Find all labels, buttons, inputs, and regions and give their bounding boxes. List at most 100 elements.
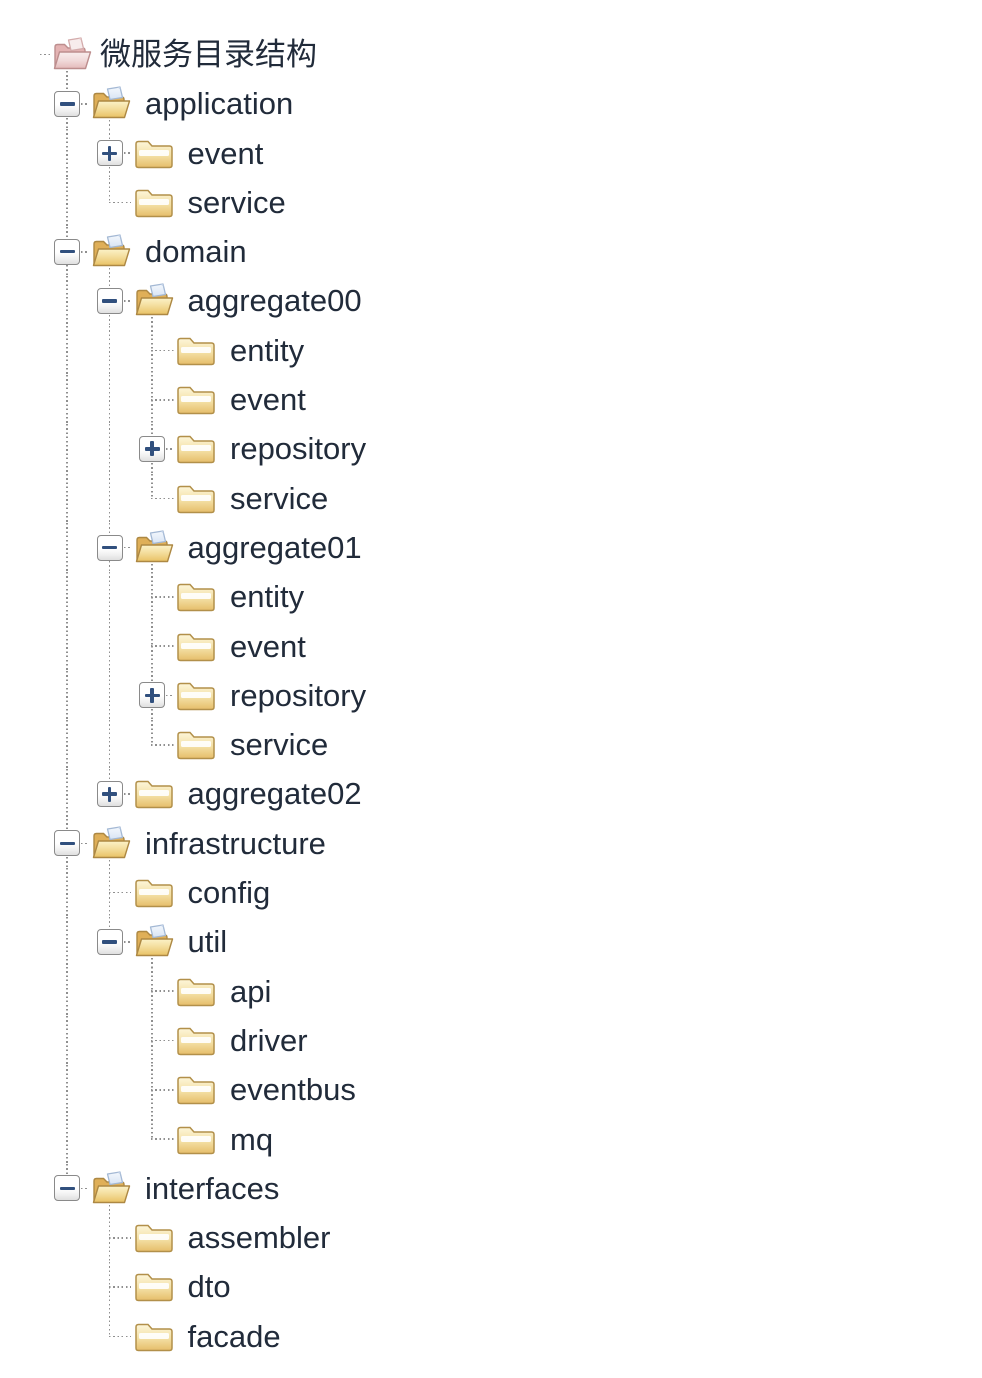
tree-connector-line bbox=[151, 473, 153, 499]
tree-node-label[interactable]: event bbox=[230, 382, 306, 418]
tree-connector-line bbox=[123, 941, 132, 943]
tree-connector-line bbox=[66, 917, 68, 967]
tree-connector-line bbox=[151, 1040, 153, 1066]
tree-connector-line bbox=[66, 128, 68, 178]
tree-connector-line bbox=[108, 868, 111, 893]
expand-plus-toggle[interactable] bbox=[96, 781, 123, 808]
tree-node-label[interactable]: event bbox=[187, 135, 264, 171]
tree-node-entity: entity bbox=[0, 325, 982, 376]
tree-node-label[interactable]: util bbox=[187, 924, 228, 960]
tree-node-event: event bbox=[0, 375, 982, 425]
tree-connector-line bbox=[108, 769, 111, 781]
tree-connector-line bbox=[108, 1335, 132, 1338]
child-connector-stub bbox=[151, 958, 153, 967]
folder-closed-icon bbox=[134, 873, 174, 913]
tree-node-facade: facade bbox=[0, 1311, 982, 1361]
tree-node-label[interactable]: interfaces bbox=[145, 1170, 280, 1206]
tree-connector-line bbox=[81, 842, 89, 845]
folder-closed-icon bbox=[134, 774, 174, 814]
collapse-minus-toggle[interactable] bbox=[54, 1175, 80, 1202]
tree-connector-line bbox=[123, 546, 132, 549]
tree-connector-line bbox=[108, 572, 111, 622]
collapse-minus-toggle[interactable] bbox=[96, 288, 123, 315]
tree-node-domain: domain bbox=[0, 227, 982, 277]
collapse-minus-toggle[interactable] bbox=[96, 534, 123, 561]
tree-node-label[interactable]: driver bbox=[230, 1022, 308, 1058]
tree-node-aggregate01: aggregate01 bbox=[0, 522, 982, 573]
tree-node-interfaces: interfaces bbox=[0, 1163, 982, 1214]
tree-node-service: service bbox=[0, 177, 982, 228]
child-connector-stub bbox=[151, 563, 153, 573]
folder-closed-icon bbox=[176, 627, 216, 667]
tree-node-service: service bbox=[0, 473, 982, 523]
tree-node-label[interactable]: api bbox=[230, 973, 272, 1009]
tree-connector-line bbox=[81, 1187, 89, 1190]
collapse-minus-toggle[interactable] bbox=[54, 238, 80, 265]
tree-node-label[interactable]: event bbox=[230, 628, 306, 664]
tree-node-label[interactable]: config bbox=[187, 875, 271, 911]
tree-node-label[interactable]: repository bbox=[230, 677, 367, 713]
tree-node-label[interactable]: service bbox=[230, 727, 329, 763]
tree-connector-line bbox=[151, 1089, 174, 1091]
child-connector-stub bbox=[108, 268, 111, 277]
tree-connector-line bbox=[108, 375, 111, 425]
tree-node-label[interactable]: aggregate00 bbox=[187, 283, 362, 319]
tree-node-label[interactable]: assembler bbox=[187, 1220, 331, 1256]
tree-connector-line bbox=[151, 325, 153, 351]
tree-connector-line bbox=[151, 1039, 174, 1042]
root-folder-open-icon bbox=[52, 35, 92, 75]
tree-connector-line bbox=[108, 892, 111, 918]
tree-node-label[interactable]: service bbox=[230, 480, 329, 516]
tree-node-label[interactable]: 微服务目录结构 bbox=[100, 37, 317, 72]
folder-closed-icon bbox=[134, 183, 174, 223]
tree-connector-line bbox=[66, 670, 68, 721]
tree-node-repository: repository bbox=[0, 670, 982, 721]
tree-node-label[interactable]: mq bbox=[230, 1121, 274, 1157]
tree-node-eventbus: eventbus bbox=[0, 1065, 982, 1115]
tree-node-label[interactable]: entity bbox=[230, 332, 305, 368]
folder-closed-icon bbox=[176, 725, 216, 765]
folder-closed-icon bbox=[134, 134, 174, 174]
tree-node-label[interactable]: aggregate02 bbox=[187, 776, 362, 812]
tree-connector-line bbox=[66, 868, 68, 918]
tree-connector-line bbox=[151, 720, 153, 745]
tree-node-api: api bbox=[0, 966, 982, 1016]
tree-connector-line bbox=[66, 720, 68, 770]
tree-node-label[interactable]: aggregate01 bbox=[187, 529, 362, 565]
tree-node-label[interactable]: service bbox=[187, 184, 286, 220]
tree-connector-line bbox=[66, 117, 68, 129]
tree-connector-line bbox=[151, 966, 153, 992]
tree-connector-line bbox=[66, 265, 68, 277]
tree-connector-line bbox=[151, 596, 153, 622]
collapse-minus-toggle[interactable] bbox=[96, 928, 123, 955]
tree-connector-line bbox=[151, 990, 174, 993]
tree-connector-line bbox=[151, 572, 153, 597]
folder-open-icon bbox=[91, 824, 131, 864]
tree-connector-line bbox=[166, 694, 174, 697]
tree-connector-line bbox=[151, 1065, 153, 1090]
tree-node-label[interactable]: infrastructure bbox=[145, 825, 326, 861]
tree-connector-line bbox=[151, 645, 174, 647]
expand-plus-toggle[interactable] bbox=[139, 682, 165, 709]
folder-closed-icon bbox=[176, 331, 216, 371]
tree-node-label[interactable]: eventbus bbox=[230, 1072, 356, 1108]
folder-open-icon bbox=[91, 84, 131, 124]
collapse-minus-toggle[interactable] bbox=[54, 90, 80, 117]
tree-node-label[interactable]: application bbox=[145, 86, 294, 122]
tree-connector-line bbox=[66, 1065, 68, 1115]
collapse-minus-toggle[interactable] bbox=[54, 830, 80, 857]
tree-node-label[interactable]: domain bbox=[145, 234, 247, 270]
tree-node-dto: dto bbox=[0, 1262, 982, 1312]
tree-connector-line bbox=[151, 398, 174, 401]
tree-node-service: service bbox=[0, 720, 982, 770]
tree-node-label[interactable]: entity bbox=[230, 579, 305, 615]
tree-node-label[interactable]: facade bbox=[187, 1318, 281, 1354]
tree-node-label[interactable]: dto bbox=[187, 1269, 231, 1305]
tree-connector-line bbox=[108, 1213, 111, 1238]
tree-connector-line bbox=[151, 596, 174, 598]
expand-plus-toggle[interactable] bbox=[139, 435, 165, 462]
tree-node-label[interactable]: repository bbox=[230, 431, 367, 467]
folder-closed-icon bbox=[134, 1317, 174, 1357]
expand-plus-toggle[interactable] bbox=[96, 140, 123, 167]
